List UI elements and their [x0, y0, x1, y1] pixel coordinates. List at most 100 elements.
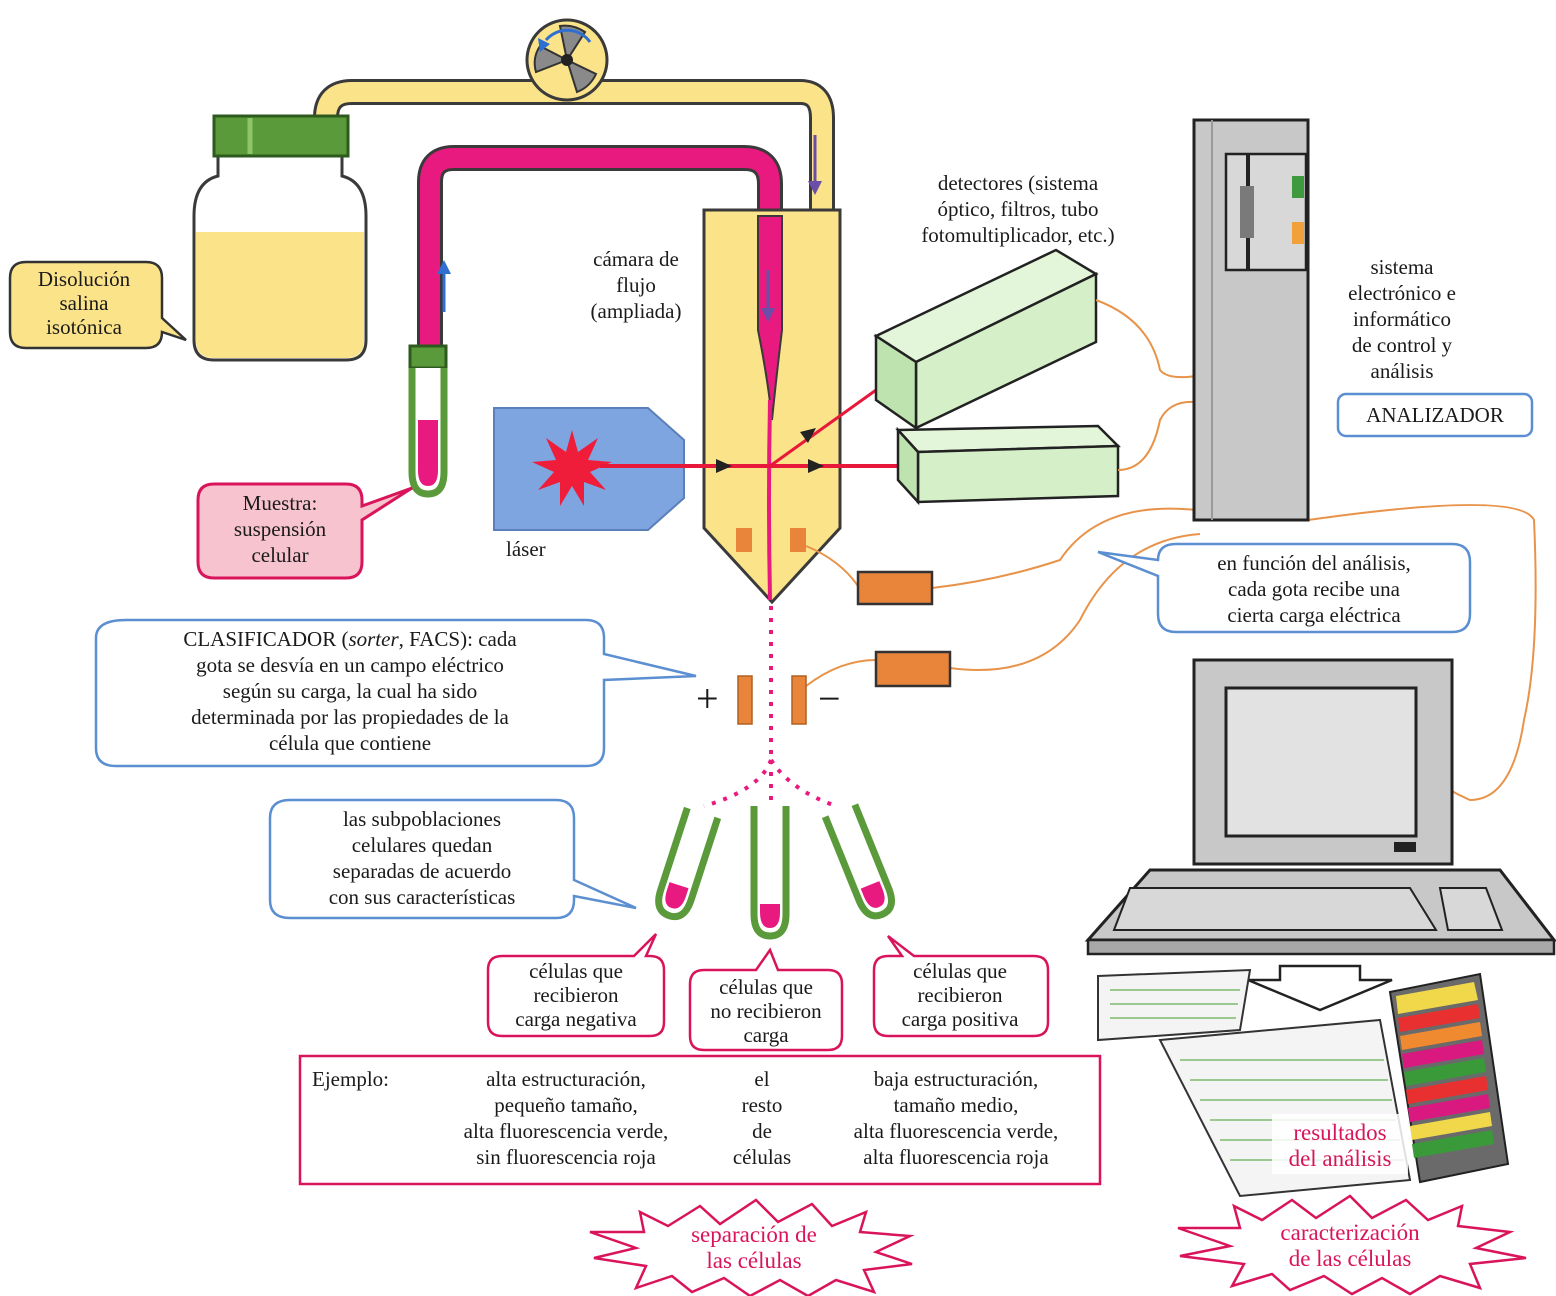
example-col3-line-3: alta fluorescencia verde,	[854, 1119, 1059, 1143]
example-col3-line-4: alta fluorescencia roja	[863, 1145, 1049, 1169]
results-label-line-1: resultados	[1293, 1120, 1386, 1145]
tube-positive-callout: células que recibieron carga positiva	[872, 935, 1050, 1038]
characterization-burst: caracterización de las células	[1177, 1194, 1527, 1296]
results-label-line-2: del análisis	[1289, 1146, 1392, 1171]
tube-uncharged-line-1: células que	[719, 975, 813, 999]
characterization-burst-line-1: caracterización	[1280, 1220, 1420, 1245]
example-col1-line-2: pequeño tamaño,	[494, 1093, 637, 1117]
sample-tube	[408, 344, 448, 498]
saline-label-line-2: salina	[60, 291, 110, 315]
analyzer-label-text: ANALIZADOR	[1366, 403, 1504, 427]
analyzer-label: ANALIZADOR	[1336, 392, 1534, 438]
system-label-line-3: informático	[1353, 307, 1451, 331]
sorter-callout: CLASIFICADOR (sorter, FACS): cada gota s…	[94, 618, 697, 768]
chamber-label-line-3: (ampliada)	[591, 299, 682, 323]
tube-negative-line-1: células que	[529, 959, 623, 983]
sample-label-line-2: suspensión	[234, 517, 327, 541]
sorter-callout-line-2: gota se desvía en un campo eléctrico	[196, 653, 504, 677]
negative-plate-sign: −	[818, 676, 841, 721]
tube-negative-callout: células que recibieron carga negativa	[486, 933, 666, 1038]
laser-burst-icon	[532, 430, 612, 506]
tube-uncharged-line-2: no recibieron	[710, 999, 822, 1023]
charge-callout: en función del análisis, cada gota recib…	[1097, 542, 1472, 634]
example-col1-line-4: sin fluorescencia roja	[476, 1145, 656, 1169]
sample-callout: Muestra: suspensión celular	[196, 482, 413, 580]
deflection-electronics-box	[874, 650, 952, 688]
example-col1-line-3: alta fluorescencia verde,	[464, 1119, 669, 1143]
computer-monitor	[1192, 658, 1454, 866]
tube-uncharged-line-3: carga	[743, 1023, 789, 1047]
tube-uncharged	[750, 806, 790, 940]
tube-positive	[821, 803, 896, 920]
laser	[493, 378, 906, 531]
detectors-label-line-1: detectores (sistema	[938, 171, 1099, 195]
separation-burst-line-1: separación de	[691, 1222, 817, 1247]
sample-label-line-3: celular	[251, 543, 308, 567]
sorter-callout-line-1: CLASIFICADOR (sorter, FACS): cada	[183, 627, 517, 651]
results-label: resultados del análisis	[1272, 1114, 1408, 1174]
detectors-label-line-2: óptico, filtros, tubo	[938, 197, 1099, 221]
separation-burst: separación de las células	[589, 1198, 915, 1296]
tube-negative	[655, 806, 722, 921]
example-col2-line-3: de	[752, 1119, 772, 1143]
detectors-label: detectores (sistema óptico, filtros, tub…	[921, 171, 1114, 247]
charge-electronics-box	[856, 570, 934, 606]
tube-positive-line-1: células que	[913, 959, 1007, 983]
example-title: Ejemplo:	[312, 1067, 389, 1091]
system-label-line-1: sistema	[1371, 255, 1435, 279]
system-label: sistema electrónico e informático de con…	[1348, 255, 1456, 383]
saline-label-line-1: Disolución	[38, 267, 131, 291]
subpop-callout-line-1: las subpoblaciones	[343, 807, 501, 831]
charge-callout-line-1: en función del análisis,	[1217, 551, 1411, 575]
power-led-icon	[1292, 176, 1304, 198]
detector-upper	[873, 248, 1099, 431]
positive-plate-sign: +	[696, 676, 719, 721]
subpop-callout-line-3: separadas de acuerdo	[333, 859, 511, 883]
example-col3-line-1: baja estructuración,	[874, 1067, 1038, 1091]
chamber-label-line-1: cámara de	[593, 247, 679, 271]
sorter-callout-line-4: determinada por las propiedades de la	[191, 705, 509, 729]
example-col2-line-4: células	[733, 1145, 791, 1169]
tube-negative-line-3: carga negativa	[515, 1007, 637, 1031]
saline-callout: Disolución salina isotónica	[8, 260, 187, 350]
activity-led-icon	[1292, 222, 1304, 244]
chamber-label-line-2: flujo	[616, 273, 656, 297]
subpop-callout: las subpoblaciones celulares quedan sepa…	[268, 798, 637, 920]
detectors-label-line-3: fotomultiplicador, etc.)	[921, 223, 1114, 247]
example-col2-line-2: resto	[742, 1093, 783, 1117]
analyzer-tower	[1192, 118, 1310, 522]
charge-callout-line-2: cada gota recibe una	[1228, 577, 1401, 601]
example-col2-line-1: el	[754, 1067, 769, 1091]
pump-icon	[525, 18, 609, 102]
subpop-callout-line-2: celulares quedan	[352, 833, 493, 857]
saline-label-line-3: isotónica	[46, 315, 122, 339]
example-col3-line-2: tamaño medio,	[894, 1093, 1019, 1117]
example-col1-line-1: alta estructuración,	[486, 1067, 646, 1091]
chamber-label: cámara de flujo (ampliada)	[591, 247, 682, 323]
charge-callout-line-3: cierta carga eléctrica	[1227, 603, 1401, 627]
results-stack	[1388, 972, 1510, 1184]
flow-chamber	[702, 208, 842, 605]
detector-lower	[895, 424, 1121, 506]
tube-negative-line-2: recibieron	[533, 983, 619, 1007]
system-label-line-2: electrónico e	[1348, 281, 1456, 305]
characterization-burst-line-2: de las células	[1289, 1246, 1412, 1271]
tube-uncharged-callout: células que no recibieron carga	[688, 947, 844, 1052]
subpop-callout-line-4: con sus características	[329, 885, 516, 909]
saline-bottle	[192, 114, 368, 362]
deflection-plates: + −	[696, 675, 841, 725]
tube-positive-line-3: carga positiva	[902, 1007, 1020, 1031]
tube-positive-line-2: recibieron	[917, 983, 1003, 1007]
droplet-streams	[703, 606, 837, 808]
signal-wires	[805, 299, 1537, 802]
output-arrow-icon	[1247, 964, 1393, 1012]
separation-burst-line-2: las células	[706, 1248, 801, 1273]
example-box: Ejemplo: alta estructuración, pequeño ta…	[298, 1054, 1102, 1186]
sorter-callout-line-5: célula que contiene	[269, 731, 431, 755]
sample-label-line-1: Muestra:	[243, 491, 318, 515]
laser-label: láser	[506, 537, 546, 561]
computer-keyboard	[1084, 868, 1556, 956]
system-label-line-4: de control y	[1352, 333, 1453, 357]
system-label-line-5: análisis	[1371, 359, 1434, 383]
